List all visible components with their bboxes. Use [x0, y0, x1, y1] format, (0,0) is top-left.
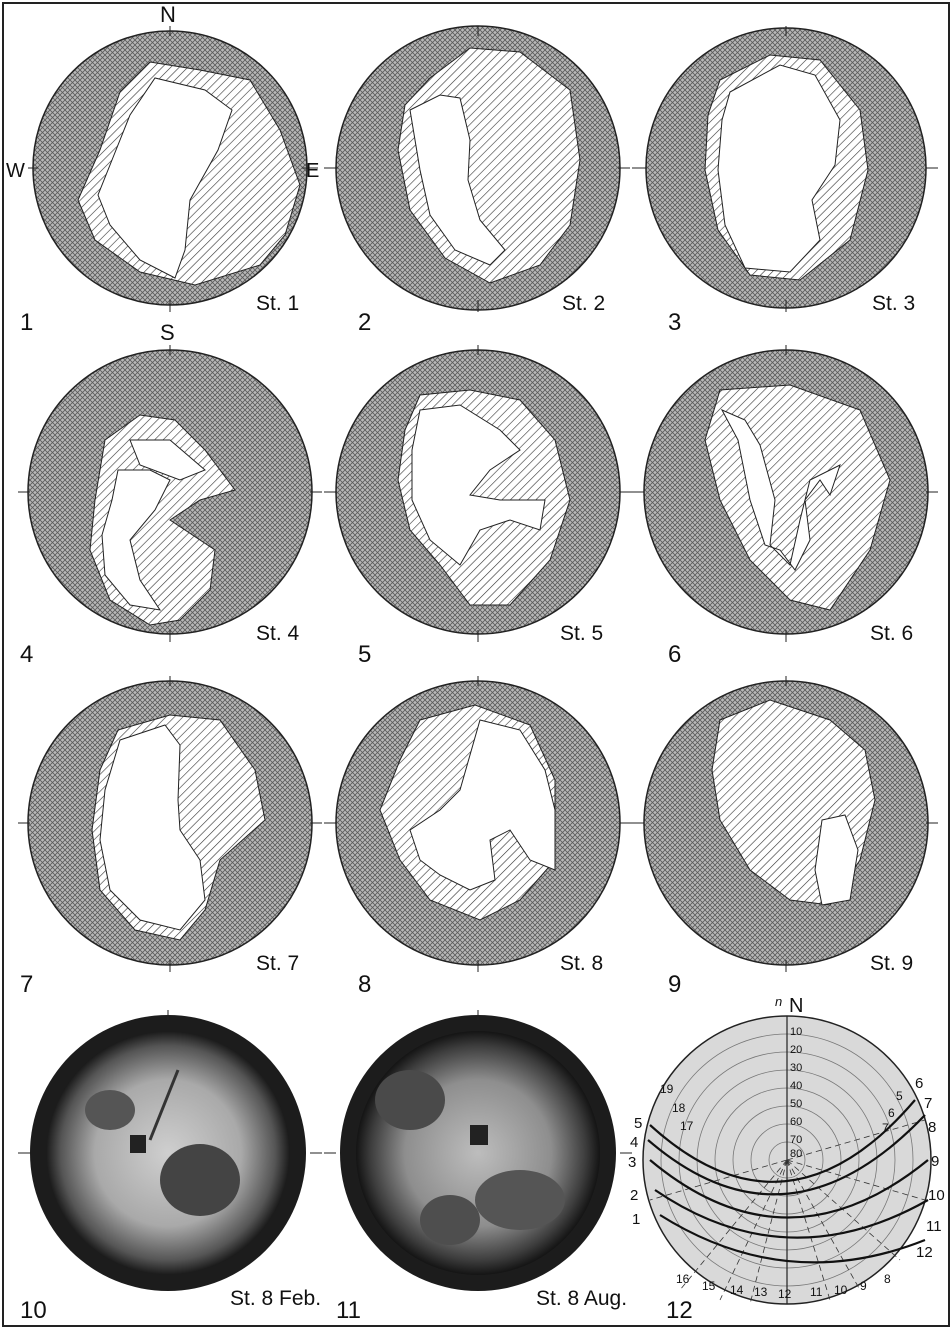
right-label-9: 9: [931, 1153, 939, 1170]
station-label-3: St. 3: [872, 292, 915, 315]
left-label-5: 5: [634, 1115, 642, 1132]
bottom-label-15: 15: [702, 1279, 716, 1293]
station-label-11: St. 8 Aug.: [536, 1287, 627, 1310]
altitude-label-70: 70: [790, 1134, 802, 1146]
panel-number-4: 4: [20, 641, 33, 668]
left-label-4: 4: [630, 1134, 638, 1151]
photo-sky: [46, 1031, 290, 1275]
compass-east: E: [306, 160, 319, 182]
panel-number-2: 2: [358, 309, 371, 336]
sun-chart-north: N: [789, 995, 803, 1017]
panel-11-photo: [324, 1010, 632, 1291]
panel-4: [18, 345, 322, 642]
inner-left-label-18: 18: [672, 1101, 686, 1115]
panel-number-7: 7: [20, 971, 33, 998]
bottom-label-14: 14: [730, 1283, 744, 1297]
altitude-label-80: 80: [790, 1148, 802, 1160]
panel-8: [324, 676, 632, 972]
station-label-8: St. 8: [560, 952, 603, 975]
station-label-9: St. 9: [870, 952, 913, 975]
panel-number-9: 9: [668, 971, 681, 998]
tree-crown: [160, 1144, 240, 1216]
altitude-label-60: 60: [790, 1116, 802, 1128]
altitude-label-10: 10: [790, 1026, 802, 1038]
station-label-10: St. 8 Feb.: [230, 1287, 321, 1310]
left-label-2: 2: [630, 1187, 638, 1204]
compass-west: W: [6, 160, 25, 182]
station-label-5: St. 5: [560, 622, 603, 645]
panel-2: [324, 26, 630, 312]
panel-number-1: 1: [20, 309, 33, 336]
compass-south: S: [160, 320, 175, 345]
inner-right-label-7: 7: [882, 1121, 889, 1135]
panel-12-sun-chart: [643, 1016, 931, 1304]
left-label-3: 3: [628, 1154, 636, 1171]
station-label-4: St. 4: [256, 622, 300, 645]
inner-right-label-5: 5: [896, 1089, 903, 1103]
photo-sky: [356, 1031, 600, 1275]
panel-number-8: 8: [358, 971, 371, 998]
bottom-label-11: 11: [810, 1285, 823, 1299]
right-label-7: 7: [924, 1095, 932, 1112]
right-label-11: 11: [926, 1218, 942, 1235]
compass-north: N: [160, 2, 176, 27]
right-label-10: 10: [928, 1187, 945, 1204]
altitude-label-30: 30: [790, 1062, 802, 1074]
panel-3: [632, 26, 938, 312]
panel-number-12: 12: [666, 1297, 693, 1324]
station-label-2: St. 2: [562, 292, 605, 315]
panel-number-10: 10: [20, 1297, 47, 1324]
station-label-7: St. 7: [256, 952, 299, 975]
panel-number-11: 11: [336, 1297, 361, 1324]
station-label-6: St. 6: [870, 622, 913, 645]
sun-chart-n-mark: n: [775, 994, 782, 1009]
bottom-label-12: 12: [778, 1287, 792, 1301]
panel-7: [18, 676, 322, 972]
panel-number-3: 3: [668, 309, 681, 336]
altitude-label-40: 40: [790, 1080, 802, 1092]
panel-number-6: 6: [668, 641, 681, 668]
station-label-1: St. 1: [256, 292, 299, 315]
inner-left-label-19: 19: [660, 1082, 674, 1096]
right-label-12: 12: [916, 1244, 933, 1261]
bottom-label-16: 16: [676, 1272, 690, 1286]
bottom-label-13: 13: [754, 1285, 768, 1299]
panel-5: [324, 345, 632, 642]
bottom-label-10: 10: [834, 1283, 848, 1297]
inner-left-label-17: 17: [680, 1119, 694, 1133]
panel-1: [28, 26, 318, 312]
bottom-label-9: 9: [860, 1279, 867, 1293]
left-label-1: 1: [632, 1211, 640, 1228]
altitude-label-20: 20: [790, 1044, 802, 1056]
panel-6: [632, 345, 938, 642]
panel-10-photo: [18, 1010, 322, 1291]
altitude-label-50: 50: [790, 1098, 802, 1110]
bottom-label-8: 8: [884, 1272, 891, 1286]
right-label-6: 6: [915, 1075, 923, 1092]
right-label-8: 8: [928, 1119, 936, 1136]
panel-number-5: 5: [358, 641, 371, 668]
inner-right-label-6: 6: [888, 1106, 895, 1120]
panel-9: [632, 676, 938, 972]
